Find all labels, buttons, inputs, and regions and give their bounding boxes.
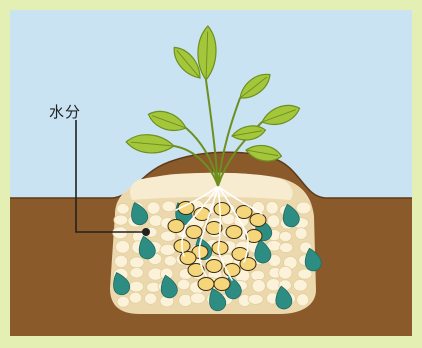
soil-particle — [147, 202, 160, 214]
soil-particle — [279, 231, 291, 241]
soil-particle — [144, 293, 156, 304]
soil-particle — [117, 203, 129, 214]
soil-particle — [178, 279, 190, 290]
soil-particle — [293, 279, 307, 291]
root-nodule — [212, 242, 228, 255]
soil-particle — [130, 257, 144, 268]
soil-particle — [251, 270, 265, 280]
root-nodule — [168, 220, 184, 233]
root-nodule — [226, 226, 242, 239]
root-nodule — [214, 203, 230, 216]
soil-particle — [160, 244, 176, 255]
soil-particle — [252, 279, 265, 292]
soil-particle — [248, 294, 263, 304]
soil-particle — [117, 296, 129, 307]
root-nodule — [240, 258, 256, 271]
soil-particle — [115, 255, 128, 267]
soil-particle — [266, 201, 278, 214]
root-nodule — [186, 226, 202, 239]
soil-particle — [297, 294, 309, 306]
soil-particle — [295, 228, 307, 240]
soil-particle — [129, 281, 143, 292]
soil-particle — [116, 241, 130, 254]
soil-particle — [164, 256, 176, 266]
soil-particle — [279, 266, 292, 279]
soil-particle — [190, 293, 205, 304]
root-nodule — [250, 214, 266, 227]
soil-particle — [280, 243, 293, 253]
soil-particle — [296, 202, 311, 214]
root-nodule — [206, 260, 222, 273]
root-nodule — [198, 278, 214, 291]
leader-dot — [142, 228, 150, 236]
soil-particle — [114, 215, 128, 225]
soil-particle — [129, 292, 142, 303]
label-water: 水分 — [49, 101, 81, 122]
soil-particle — [162, 201, 176, 212]
soil-particle — [179, 294, 192, 306]
soil-particle — [130, 268, 143, 278]
root-nodule — [214, 278, 230, 291]
